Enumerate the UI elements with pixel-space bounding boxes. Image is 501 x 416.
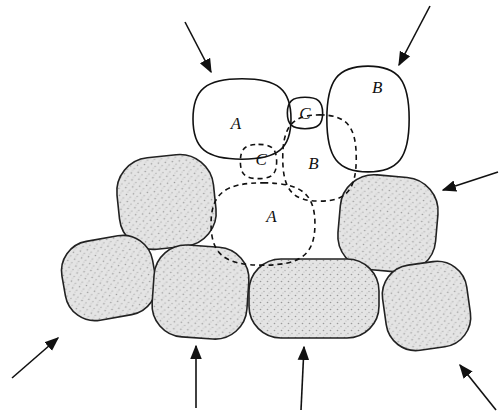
stone: C (287, 97, 323, 129)
shaded-stone (150, 243, 251, 341)
stone-dashed: A (210, 182, 316, 266)
stone-outline (192, 78, 292, 160)
stone: B (326, 65, 410, 173)
shaded-stone (57, 231, 161, 326)
force-arrow (195, 346, 197, 408)
stone-letter: C (255, 151, 266, 168)
stone-letter: B (372, 78, 382, 95)
force-arrow (301, 347, 304, 410)
force-arrow (185, 22, 211, 72)
stone-dashed: B (282, 114, 357, 202)
force-arrow (12, 338, 58, 378)
stone-outline (282, 114, 357, 202)
stone-dashed: C (240, 144, 277, 179)
shaded-stone (249, 259, 379, 338)
stone-letter: A (231, 115, 241, 132)
stone-letter: B (308, 155, 318, 172)
force-arrow (460, 365, 496, 410)
stone-letter: A (266, 207, 276, 224)
force-arrow (443, 172, 498, 190)
stone-outline (326, 65, 410, 173)
force-arrow (399, 6, 430, 65)
stone: A (192, 78, 292, 160)
stone-letter: C (299, 105, 310, 122)
stone-outline (210, 182, 316, 266)
shaded-stone (378, 257, 474, 354)
